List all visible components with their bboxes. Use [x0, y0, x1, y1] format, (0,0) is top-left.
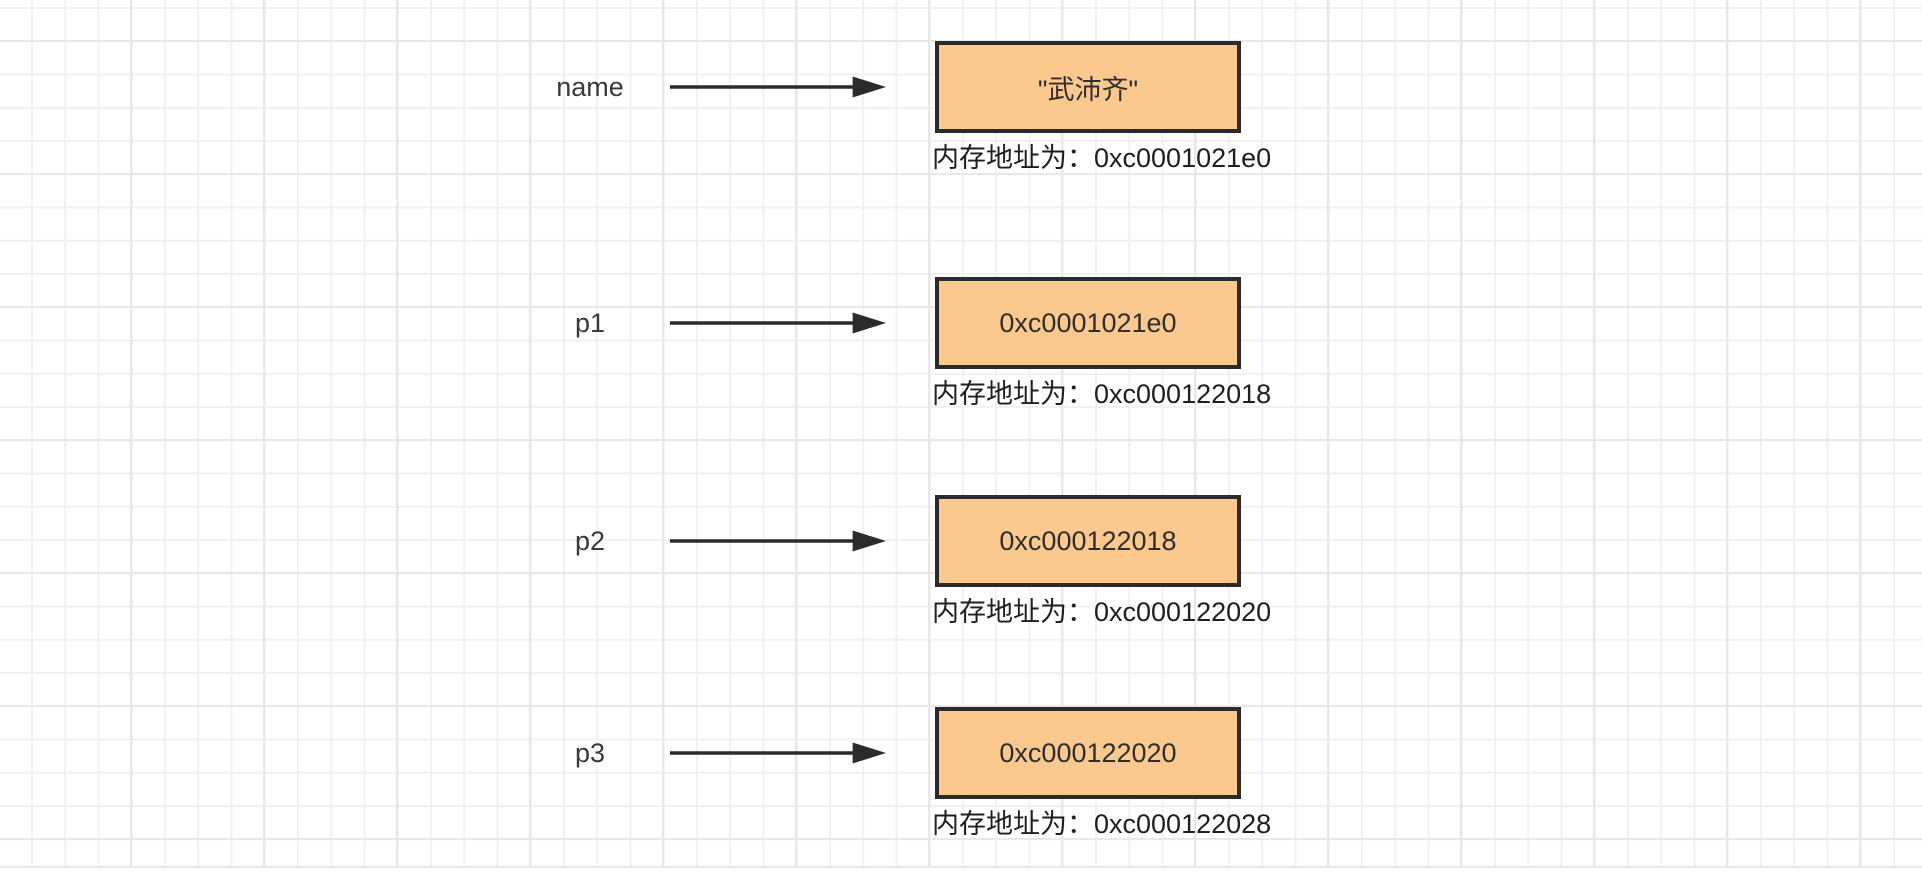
pointer-row-name: name "武沛齐" 内存地址为：0xc0001021e0 — [0, 41, 1922, 211]
variable-label[interactable]: p1 — [574, 308, 606, 338]
right-arrow-icon[interactable] — [668, 529, 886, 553]
variable-label[interactable]: p2 — [574, 526, 606, 556]
right-arrow-icon[interactable] — [668, 741, 886, 765]
memory-address-caption[interactable]: 内存地址为：0xc000122018 — [932, 379, 1272, 409]
right-arrow-icon[interactable] — [668, 75, 886, 99]
memory-address-caption[interactable]: 内存地址为：0xc000122028 — [932, 809, 1272, 839]
pointer-row-p3: p3 0xc000122020 内存地址为：0xc000122028 — [0, 707, 1922, 877]
memory-value-box[interactable]: 0xc0001021e0 — [935, 277, 1241, 369]
memory-value-box[interactable]: 0xc000122018 — [935, 495, 1241, 587]
memory-address-caption[interactable]: 内存地址为：0xc0001021e0 — [932, 143, 1272, 173]
pointer-row-p2: p2 0xc000122018 内存地址为：0xc000122020 — [0, 495, 1922, 665]
right-arrow-icon[interactable] — [668, 311, 886, 335]
memory-value-box[interactable]: "武沛齐" — [935, 41, 1241, 133]
pointer-row-p1: p1 0xc0001021e0 内存地址为：0xc000122018 — [0, 277, 1922, 447]
variable-label[interactable]: p3 — [574, 738, 606, 768]
variable-label[interactable]: name — [556, 72, 624, 102]
memory-value-box[interactable]: 0xc000122020 — [935, 707, 1241, 799]
memory-address-caption[interactable]: 内存地址为：0xc000122020 — [932, 597, 1272, 627]
